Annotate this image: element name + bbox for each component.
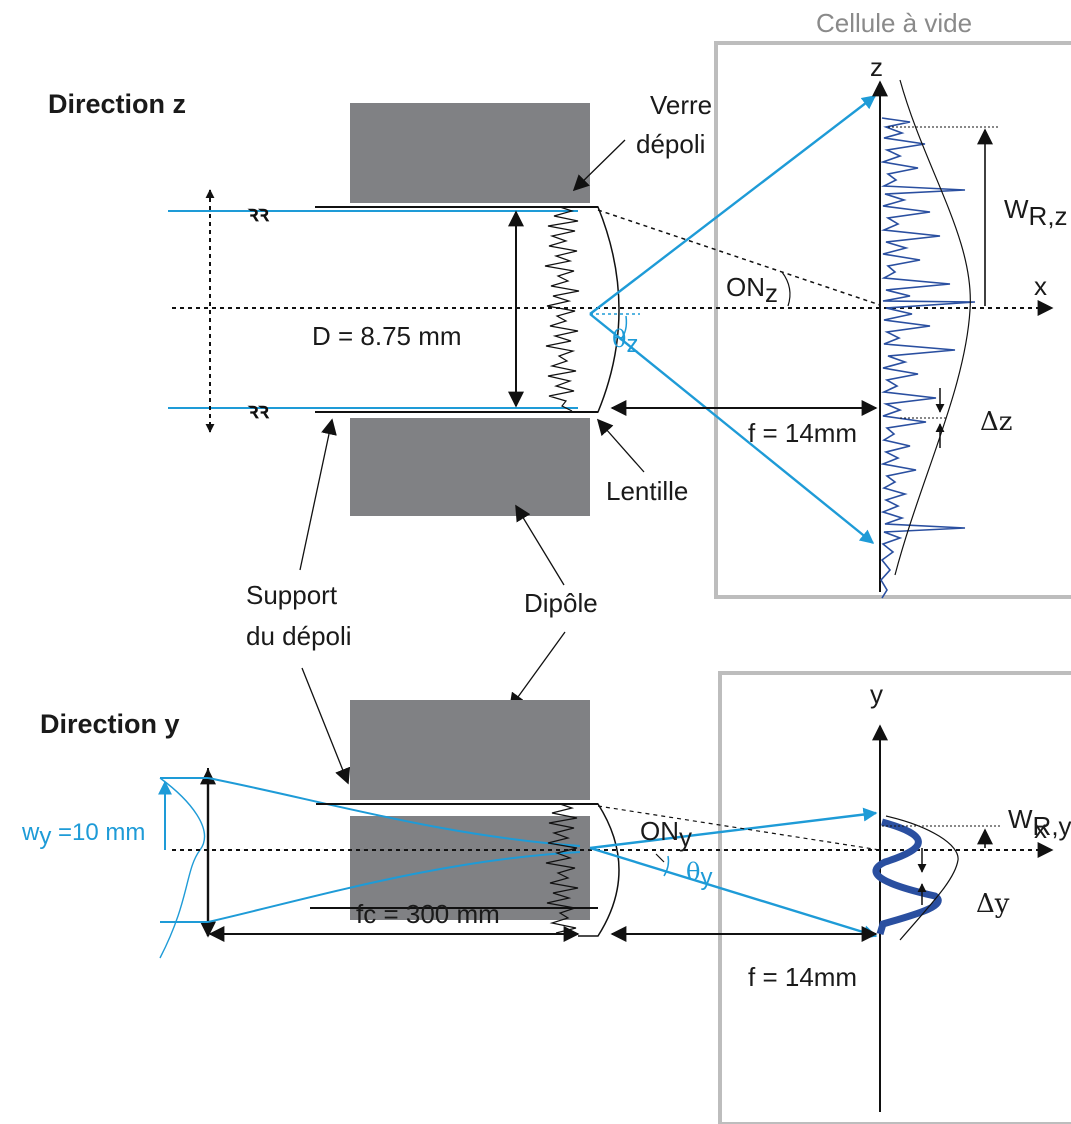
speckle-profile-z [879, 117, 976, 599]
dipole-block-top-upper [350, 103, 590, 203]
lens-label: Lentille [606, 476, 688, 506]
support-pointer-bottom [301, 667, 351, 785]
gaussian-incoming-y [159, 777, 206, 959]
ray-top-upper [589, 95, 877, 315]
w-ry-label: WR,y [1008, 804, 1071, 841]
theta-y-label: θy [686, 858, 712, 891]
verre-pointer [572, 139, 626, 192]
dipole-label: Dipôle [524, 588, 598, 618]
direction-y-title: Direction y [40, 709, 180, 739]
ground-glass-top [544, 206, 580, 412]
support-label-line2: du dépoli [246, 621, 352, 651]
dipole-pointer-bottom [509, 631, 566, 710]
verre-label-line1: Verre [650, 90, 712, 120]
w-rz-label: WR,z [1004, 194, 1068, 231]
verre-label-line2: dépoli [636, 129, 705, 159]
support-label-line1: Support [246, 580, 338, 610]
na-arc-bottom [655, 853, 665, 863]
axis-x-bottom: x [1034, 814, 1047, 844]
ray-bottom-lower [589, 846, 878, 939]
ray-bottom-upper [589, 807, 878, 850]
speckle-profile-y [872, 818, 942, 936]
dipole-pointer-top [515, 504, 565, 586]
gaussian-envelope-y [885, 815, 959, 941]
lens-top [578, 206, 620, 413]
vacuum-cell-label: Cellule à vide [816, 8, 972, 38]
break-mark-upper: ꝛꝛ [247, 202, 269, 227]
on-z-label: ONz [726, 272, 778, 308]
lens-pointer [596, 418, 645, 473]
support-pointer-top [299, 418, 337, 571]
on-y-label: ONy [640, 816, 692, 852]
waist-label: wy =10 mm [21, 819, 145, 850]
gaussian-envelope-z [894, 79, 971, 576]
axis-z-label: z [870, 52, 883, 82]
dipole-block-top-lower [350, 418, 590, 516]
ray-top-lower [589, 313, 875, 544]
dipole-block-bottom-upper [350, 700, 590, 800]
theta-arc-top [619, 315, 628, 341]
vacuum-cell-frame-bottom [718, 671, 1071, 1124]
break-mark-lower: ꝛꝛ [247, 399, 269, 424]
beam-converge-upper [207, 777, 581, 847]
na-arc-top [781, 271, 791, 307]
axis-y-label: y [870, 679, 883, 709]
axis-x-top: x [1034, 271, 1047, 301]
diameter-label: D = 8.75 mm [312, 321, 462, 351]
vacuum-cell-frame-top [714, 41, 1071, 599]
focal-label-top: f = 14mm [748, 418, 857, 448]
fc-label: fc = 300 mm [356, 899, 500, 929]
delta-y-label: Δy [976, 889, 1010, 919]
theta-z-label: θz [612, 325, 638, 358]
na-line-top [597, 209, 881, 306]
focal-label-bottom: f = 14mm [748, 962, 857, 992]
delta-z-label: Δz [980, 407, 1012, 437]
lens-bottom [578, 803, 620, 937]
theta-arc-bottom [663, 855, 670, 877]
ground-glass-bottom [545, 803, 579, 934]
direction-z-title: Direction z [48, 89, 186, 119]
beam-converge-lower [207, 851, 581, 923]
